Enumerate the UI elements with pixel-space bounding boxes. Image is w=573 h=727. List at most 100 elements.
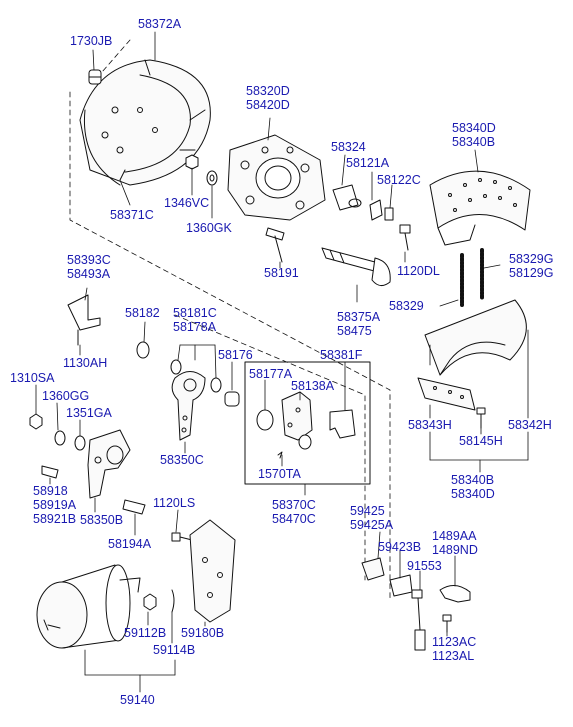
mounting-plate-drawing <box>189 519 236 623</box>
washer-drawing <box>170 359 222 393</box>
part-label-58475-line2: 58475 <box>337 324 372 338</box>
nut-washer-drawing-2 <box>29 413 86 451</box>
part-label-1360GK[interactable]: 1360GK <box>186 221 232 235</box>
part-label-58340D-line2: 58340D <box>451 487 495 501</box>
part-label-58371C[interactable]: 58371C <box>110 208 154 222</box>
clamp-drawing <box>439 585 471 633</box>
part-label-58393C-line1: 58393C <box>67 253 111 267</box>
part-label-58178A-line2: 58178A <box>173 320 217 334</box>
nut-washer-drawing <box>185 154 218 186</box>
part-label-58176[interactable]: 58176 <box>218 348 253 362</box>
part-label-58340B-line2: 58340B <box>452 135 496 149</box>
bolt-drawing <box>265 227 285 263</box>
part-label-59425-line1: 59425 <box>350 504 385 518</box>
part-label-59140[interactable]: 59140 <box>120 693 155 707</box>
part-label-59425A-line2: 59425A <box>350 518 394 532</box>
part-label-58350B[interactable]: 58350B <box>80 513 124 527</box>
part-label-58342H[interactable]: 58342H <box>508 418 552 432</box>
spider-anchor-drawing <box>227 134 326 221</box>
lining-plate-drawing <box>417 377 476 411</box>
part-label-58372A[interactable]: 58372A <box>138 17 182 31</box>
part-label-58138A[interactable]: 58138A <box>291 379 335 393</box>
part-label-58194A[interactable]: 58194A <box>108 537 152 551</box>
brake-chamber-drawing <box>36 564 141 649</box>
part-label-58375A[interactable]: 58375A 58475 <box>337 310 380 338</box>
nut-drawing-3 <box>143 589 175 613</box>
pin-drawing <box>332 184 362 211</box>
box-outline <box>244 361 371 485</box>
part-label-1310SA[interactable]: 1310SA <box>10 371 55 385</box>
part-label-59112B[interactable]: 59112B <box>124 626 167 640</box>
part-label-1489ND-line2: 1489ND <box>432 543 478 557</box>
part-label-1730JB[interactable]: 1730JB <box>70 34 113 48</box>
screw-drawing <box>41 465 59 479</box>
part-label-59423B[interactable]: 59423B <box>378 540 422 554</box>
part-label-58145H[interactable]: 58145H <box>459 434 503 448</box>
part-label-58121A[interactable]: 58121A <box>346 156 390 170</box>
clip-drawing <box>369 199 394 221</box>
part-label-58122C[interactable]: 58122C <box>377 173 421 187</box>
adjuster-assembly-drawing <box>256 391 356 459</box>
part-label-1123AC[interactable]: 1123AC 1123AL <box>432 635 476 663</box>
part-label-58493A-line2: 58493A <box>67 267 111 281</box>
part-label-58177A[interactable]: 58177A <box>249 367 293 381</box>
part-label-58182[interactable]: 58182 <box>125 306 160 320</box>
camshaft-drawing <box>321 247 391 286</box>
part-label-58370C[interactable]: 58370C 58470C <box>272 498 316 526</box>
part-label-58381F[interactable]: 58381F <box>320 348 363 362</box>
part-label-1120LS[interactable]: 1120LS <box>153 496 196 510</box>
part-label-58343H[interactable]: 58343H <box>408 418 452 432</box>
part-label-58129G-line2: 58129G <box>509 266 554 280</box>
part-label-59180B[interactable]: 59180B <box>181 626 225 640</box>
part-label-58340B-line1: 58340B <box>451 473 495 487</box>
part-label-58340B-bottom[interactable]: 58340B 58340D <box>451 473 495 501</box>
part-label-1346VC[interactable]: 1346VC <box>164 196 210 210</box>
part-label-1130AH[interactable]: 1130AH <box>63 356 108 370</box>
part-label-58329G[interactable]: 58329G 58129G <box>509 252 553 280</box>
backing-plate-drawing <box>79 59 211 186</box>
part-label-1489AA[interactable]: 1489AA 1489ND <box>432 529 478 557</box>
part-label-58919A-line2: 58919A <box>33 498 77 512</box>
part-label-58181C-line1: 58181C <box>173 306 217 320</box>
dashed-section-outline <box>69 39 391 601</box>
part-label-58340D-line1: 58340D <box>452 121 496 135</box>
part-label-58329G-line1: 58329G <box>509 252 554 266</box>
part-label-58350C[interactable]: 58350C <box>160 453 204 467</box>
part-label-91553[interactable]: 91553 <box>407 559 442 573</box>
part-label-1351GA[interactable]: 1351GA <box>66 406 112 420</box>
part-label-58329[interactable]: 58329 <box>389 299 424 313</box>
pin-drawing-2 <box>122 499 146 515</box>
part-label-59425[interactable]: 59425 59425A <box>350 504 393 532</box>
plug-drawing <box>88 69 102 85</box>
part-label-58470C-line2: 58470C <box>272 512 316 526</box>
part-label-58191[interactable]: 58191 <box>264 266 299 280</box>
part-label-58918-line1: 58918 <box>33 484 68 498</box>
slack-adjuster-drawing <box>171 371 206 441</box>
leader-lines <box>35 31 529 693</box>
part-label-58375A-line1: 58375A <box>337 310 381 324</box>
part-label-1360GG[interactable]: 1360GG <box>42 389 90 403</box>
part-label-58340D-top[interactable]: 58340D 58340B <box>452 121 496 149</box>
part-label-58181C[interactable]: 58181C 58178A <box>173 306 217 334</box>
bolt-drawing-2 <box>399 224 411 251</box>
bracket-drawing <box>67 294 101 346</box>
part-label-58393C[interactable]: 58393C 58493A <box>67 253 111 281</box>
valve-body-drawing <box>87 429 131 499</box>
part-label-58324[interactable]: 58324 <box>331 140 366 154</box>
part-label-58420D-line2: 58420D <box>246 98 290 112</box>
part-label-1570TA[interactable]: 1570TA <box>258 467 301 481</box>
part-label-58320D[interactable]: 58320D 58420D <box>246 84 290 112</box>
spring-drawing <box>460 248 484 307</box>
brake-shoe-upper-drawing <box>429 170 531 246</box>
part-label-58320D-line1: 58320D <box>246 84 290 98</box>
part-label-1489AA-line1: 1489AA <box>432 529 477 543</box>
circlip-drawing <box>136 341 150 359</box>
part-label-1123AL-line2: 1123AL <box>432 649 475 663</box>
part-label-59114B[interactable]: 59114B <box>153 643 196 657</box>
bolt-drawing-3 <box>476 407 486 429</box>
part-label-1120DL[interactable]: 1120DL <box>397 264 440 278</box>
part-label-58918[interactable]: 58918 58919A 58921B <box>33 484 76 526</box>
bolt-drawing-4 <box>171 532 193 542</box>
